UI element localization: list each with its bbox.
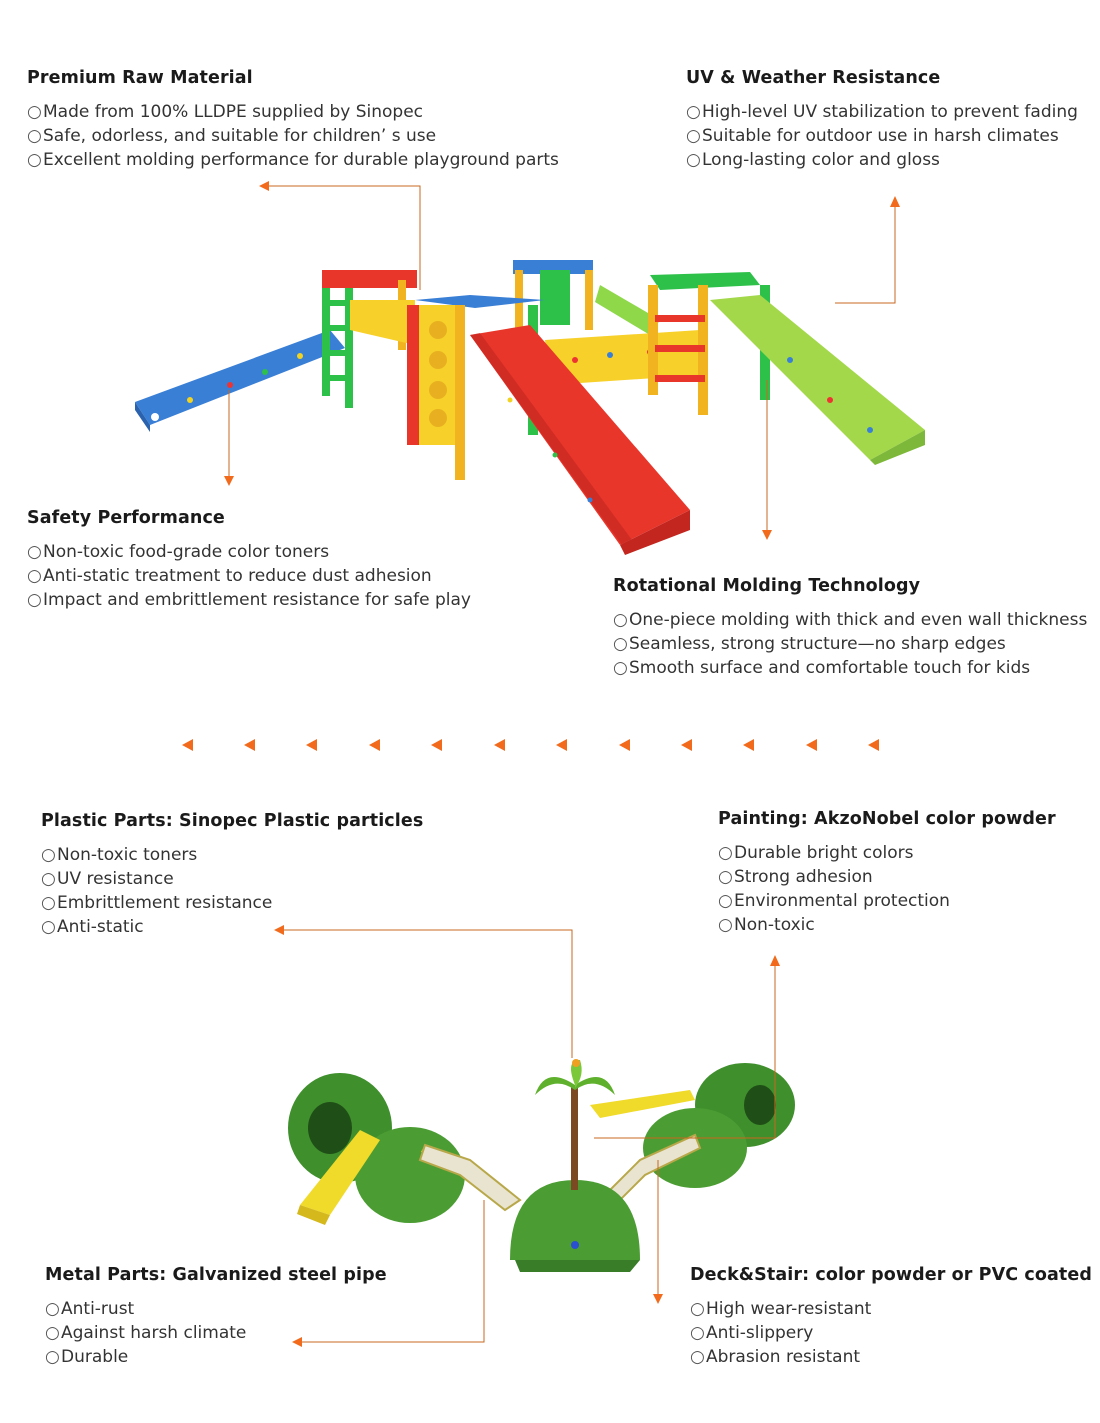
plastic-parts-block: Plastic Parts: Sinopec Plastic particles… [41,811,423,939]
yellow-bridge [350,300,700,385]
back-tower [513,260,660,335]
green-slide [710,295,925,465]
list-item: ○UV resistance [41,869,174,889]
list-item: ○Anti-static treatment to reduce dust ad… [27,566,432,586]
list-item: ○Excellent molding performance for durab… [27,150,559,170]
center-dome [510,1180,640,1272]
plastic-parts-title: Plastic Parts: Sinopec Plastic particles [41,811,424,831]
painting-list: ○Durable bright colors ○Strong adhesion … [718,841,1056,937]
deck-stair-list: ○High wear-resistant ○Anti-slippery ○Abr… [690,1297,1092,1369]
rotational-molding-block: Rotational Molding Technology ○One-piece… [613,576,1087,680]
uv-weather-list: ○High-level UV stabilization to prevent … [686,100,1078,172]
list-item: ○Safe, odorless, and suitable for childr… [27,126,437,146]
safety-performance-list: ○Non-toxic food-grade color toners ○Anti… [27,540,471,612]
uv-weather-title: UV & Weather Resistance [686,68,941,88]
list-item: ○Strong adhesion [718,867,873,887]
list-item: ○Durable [45,1347,129,1367]
plastic-parts-list: ○Non-toxic toners ○UV resistance ○Embrit… [41,843,423,939]
premium-material-title: Premium Raw Material [27,68,253,88]
list-item: ○Environmental protection [718,891,950,911]
arrow-left-icon [292,1337,302,1347]
list-item: ○High-level UV stabilization to prevent … [686,102,1078,122]
arrow-left-icon [274,925,284,935]
list-item: ○Impact and embrittlement resistance for… [27,590,471,610]
left-hill [288,1073,465,1225]
list-item: ○Anti-rust [45,1299,135,1319]
arrow-divider [182,739,879,751]
list-item: ○Durable bright colors [718,843,914,863]
list-item: ○Anti-static [41,917,144,937]
list-item: ○Against harsh climate [45,1323,247,1343]
bottom-leader-lines [283,929,776,1343]
plastic-playground-illustration [135,260,925,555]
arrow-left-icon [259,181,269,191]
metal-parts-block: Metal Parts: Galvanized steel pipe ○Anti… [45,1265,387,1369]
deck-stair-title: Deck&Stair: color powder or PVC coated [690,1265,1092,1285]
arrow-down-icon [224,476,234,486]
list-item: ○High wear-resistant [690,1299,872,1319]
top-leader-arrowheads [224,181,900,540]
list-item: ○Suitable for outdoor use in harsh clima… [686,126,1059,146]
bottom-leader-arrowheads [274,925,780,1347]
hill-playground-illustration [288,1059,795,1272]
rotational-molding-list: ○One-piece molding with thick and even w… [613,608,1087,680]
palm-tree [535,1059,615,1190]
list-item: ○Non-toxic toners [41,845,198,865]
premium-material-block: Premium Raw Material ○Made from 100% LLD… [27,68,559,172]
metal-parts-list: ○Anti-rust ○Against harsh climate ○Durab… [45,1297,387,1369]
list-item: ○Abrasion resistant [690,1347,861,1367]
rope-bridges [418,1133,702,1212]
list-item: ○Long-lasting color and gloss [686,150,940,170]
deck-stair-block: Deck&Stair: color powder or PVC coated ○… [690,1265,1092,1369]
painting-title: Painting: AkzoNobel color powder [718,809,1056,829]
safety-performance-title: Safety Performance [27,508,225,528]
uv-weather-block: UV & Weather Resistance ○High-level UV s… [686,68,1078,172]
safety-performance-block: Safety Performance ○Non-toxic food-grade… [27,508,471,612]
list-item: ○Non-toxic food-grade color toners [27,542,330,562]
arrow-up-icon [770,955,780,966]
arrow-down-icon [653,1294,663,1304]
list-item: ○Embrittlement resistance [41,893,273,913]
list-item: ○Anti-slippery [690,1323,814,1343]
blue-ladder-slide [135,330,345,432]
list-item: ○Smooth surface and comfortable touch fo… [613,658,1031,678]
metal-parts-title: Metal Parts: Galvanized steel pipe [45,1265,387,1285]
painting-block: Painting: AkzoNobel color powder ○Durabl… [718,809,1056,937]
premium-material-list: ○Made from 100% LLDPE supplied by Sinope… [27,100,559,172]
top-leader-lines [228,185,896,532]
rotational-molding-title: Rotational Molding Technology [613,576,921,596]
list-item: ○Non-toxic [718,915,815,935]
arrow-up-icon [890,196,900,207]
list-item: ○Seamless, strong structure—no sharp edg… [613,634,1006,654]
list-item: ○One-piece molding with thick and even w… [613,610,1088,630]
red-slide [470,325,690,555]
right-hill [590,1063,795,1188]
arrow-down-icon [762,530,772,540]
list-item: ○Made from 100% LLDPE supplied by Sinope… [27,102,423,122]
